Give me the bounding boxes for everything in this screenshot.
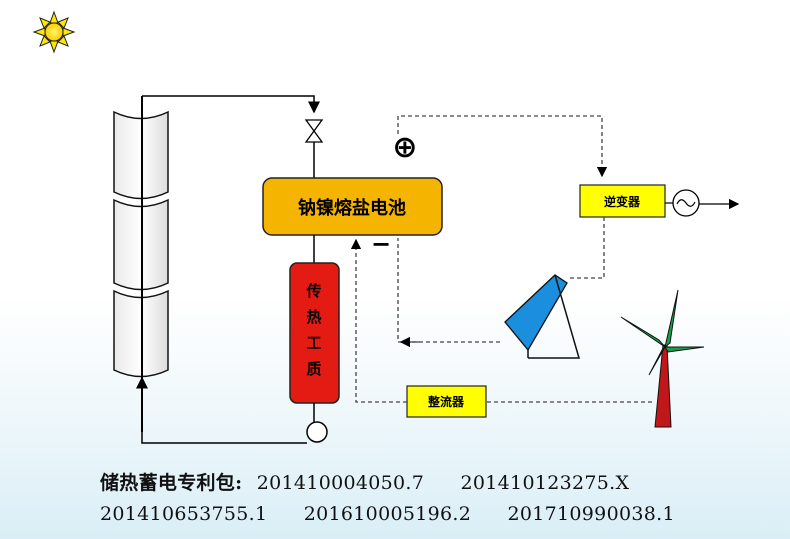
valve-icon [304,119,324,143]
patent-number: 201410123275.X [460,472,630,494]
positive-to-inverter-line [397,115,608,178]
thermal-char-1: 传 [305,282,321,300]
patent-row-2: 201410653755.1 201610005196.2 2017109900… [100,503,760,525]
negative-terminal-symbol: − [371,230,391,258]
rectifier-to-battery-line [350,238,407,403]
rectifier-label: 整流器 [427,394,465,409]
panel-to-battery-line [397,238,500,343]
patent-lead-label: 储热蓄电专利包: [100,472,243,494]
sun-icon [32,10,76,54]
wind-turbine-icon [620,289,705,428]
rectifier-box [406,385,487,418]
positive-terminal-symbol: ⊕ [392,130,417,165]
thermal-char-3: 工 [306,334,321,352]
inverter-box [579,184,666,218]
top-pipe [142,95,320,114]
inverter-to-panel-line [570,217,605,279]
thermal-char-2: 热 [306,308,321,326]
return-pipe [136,376,307,444]
solar-panel-icon [504,274,580,359]
thermal-char-4: 质 [306,360,321,378]
pump-icon [306,421,328,443]
patent-number: 201410004050.7 [256,472,425,494]
patent-number: 201710990038.1 [507,503,675,525]
battery-label: 钠镍熔盐电池 [298,197,406,219]
patent-number: 201410653755.1 [100,503,268,525]
patent-row-1: 储热蓄电专利包: 201410004050.7 201410123275.X [100,468,760,495]
battery-box [262,177,443,236]
inverter-label: 逆变器 [604,194,641,209]
patent-number: 201610005196.2 [303,503,472,525]
